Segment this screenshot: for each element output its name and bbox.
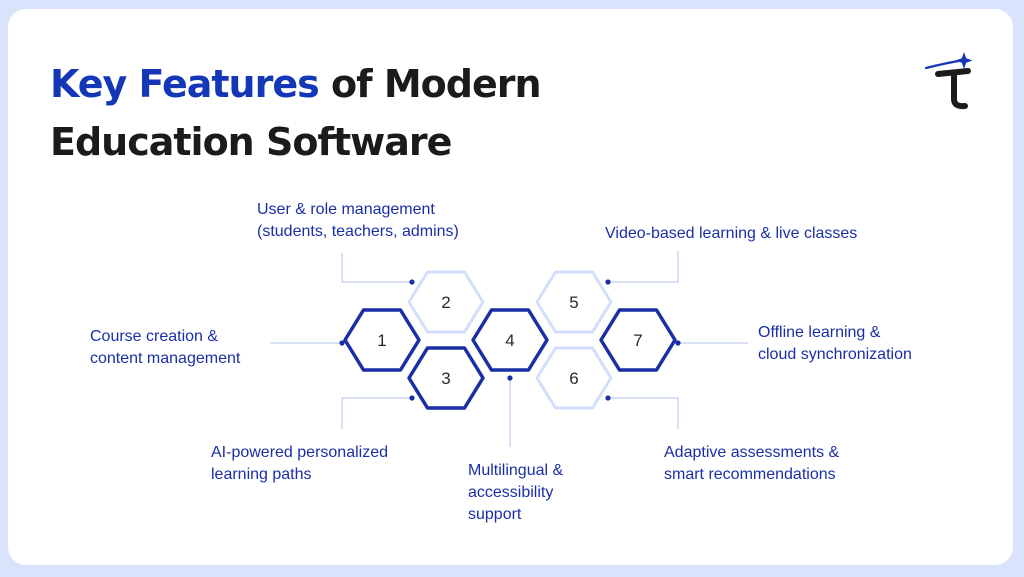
title-line-2: Education Software	[50, 120, 452, 164]
hex-shape-5	[535, 270, 613, 334]
hex-shape-3	[407, 346, 485, 410]
title-accent: Key Features	[50, 62, 320, 106]
feature-label-7: Offline learning & cloud synchronization	[758, 324, 912, 363]
hex-shape-1	[343, 308, 421, 372]
connector-5-dot	[605, 279, 611, 285]
feature-label-3: AI-powered personalized learning paths	[211, 444, 388, 483]
hex-number-3: 3	[441, 369, 450, 388]
hex-number-1: 1	[377, 331, 386, 350]
connector-6	[608, 397, 679, 429]
hex-number-4: 4	[505, 331, 514, 350]
hex-shape-4	[471, 308, 549, 372]
brand-logo-icon	[924, 52, 973, 110]
connector-5	[608, 251, 679, 283]
feature-label-4: Multilingual & accessibility support	[468, 462, 564, 523]
connector-4-dot	[507, 375, 513, 381]
feature-label-6: Adaptive assessments & smart recommendat…	[664, 444, 840, 483]
feature-hex-3: 3	[407, 346, 485, 410]
logo-tau-glyph	[935, 68, 971, 110]
connector-3	[341, 397, 412, 429]
connector-2-dot	[409, 279, 415, 285]
connector-7-dot	[675, 340, 681, 346]
feature-label-5: Video-based learning & live classes	[605, 225, 858, 242]
page-title: Key Features of Modern Education Softwar…	[50, 55, 542, 171]
features-diagram: 2 5 6 1 3 4 7	[270, 251, 748, 447]
hex-number-7: 7	[633, 331, 642, 350]
hex-shape-2	[407, 270, 485, 334]
hex-number-6: 6	[569, 369, 578, 388]
connector-2	[341, 253, 412, 283]
hex-shape-6	[535, 346, 613, 410]
hex-shape-7	[599, 308, 677, 372]
feature-hex-6: 6	[535, 346, 613, 410]
title-rest: of Modern	[330, 62, 542, 106]
feature-hex-2: 2	[407, 270, 485, 334]
feature-hex-5: 5	[535, 270, 613, 334]
feature-label-1: Course creation & content management	[90, 328, 241, 367]
logo-star-icon	[955, 52, 973, 69]
feature-label-2: User & role management (students, teache…	[257, 201, 459, 240]
feature-hex-1: 1	[343, 308, 421, 372]
hex-number-5: 5	[569, 293, 578, 312]
hex-number-2: 2	[441, 293, 450, 312]
feature-hex-4: 4	[471, 308, 549, 372]
connector-1-dot	[339, 340, 345, 346]
feature-hex-7: 7	[599, 308, 677, 372]
connector-3-dot	[409, 395, 415, 401]
connector-6-dot	[605, 395, 611, 401]
card: Key Features of Modern Education Softwar…	[8, 9, 1013, 565]
